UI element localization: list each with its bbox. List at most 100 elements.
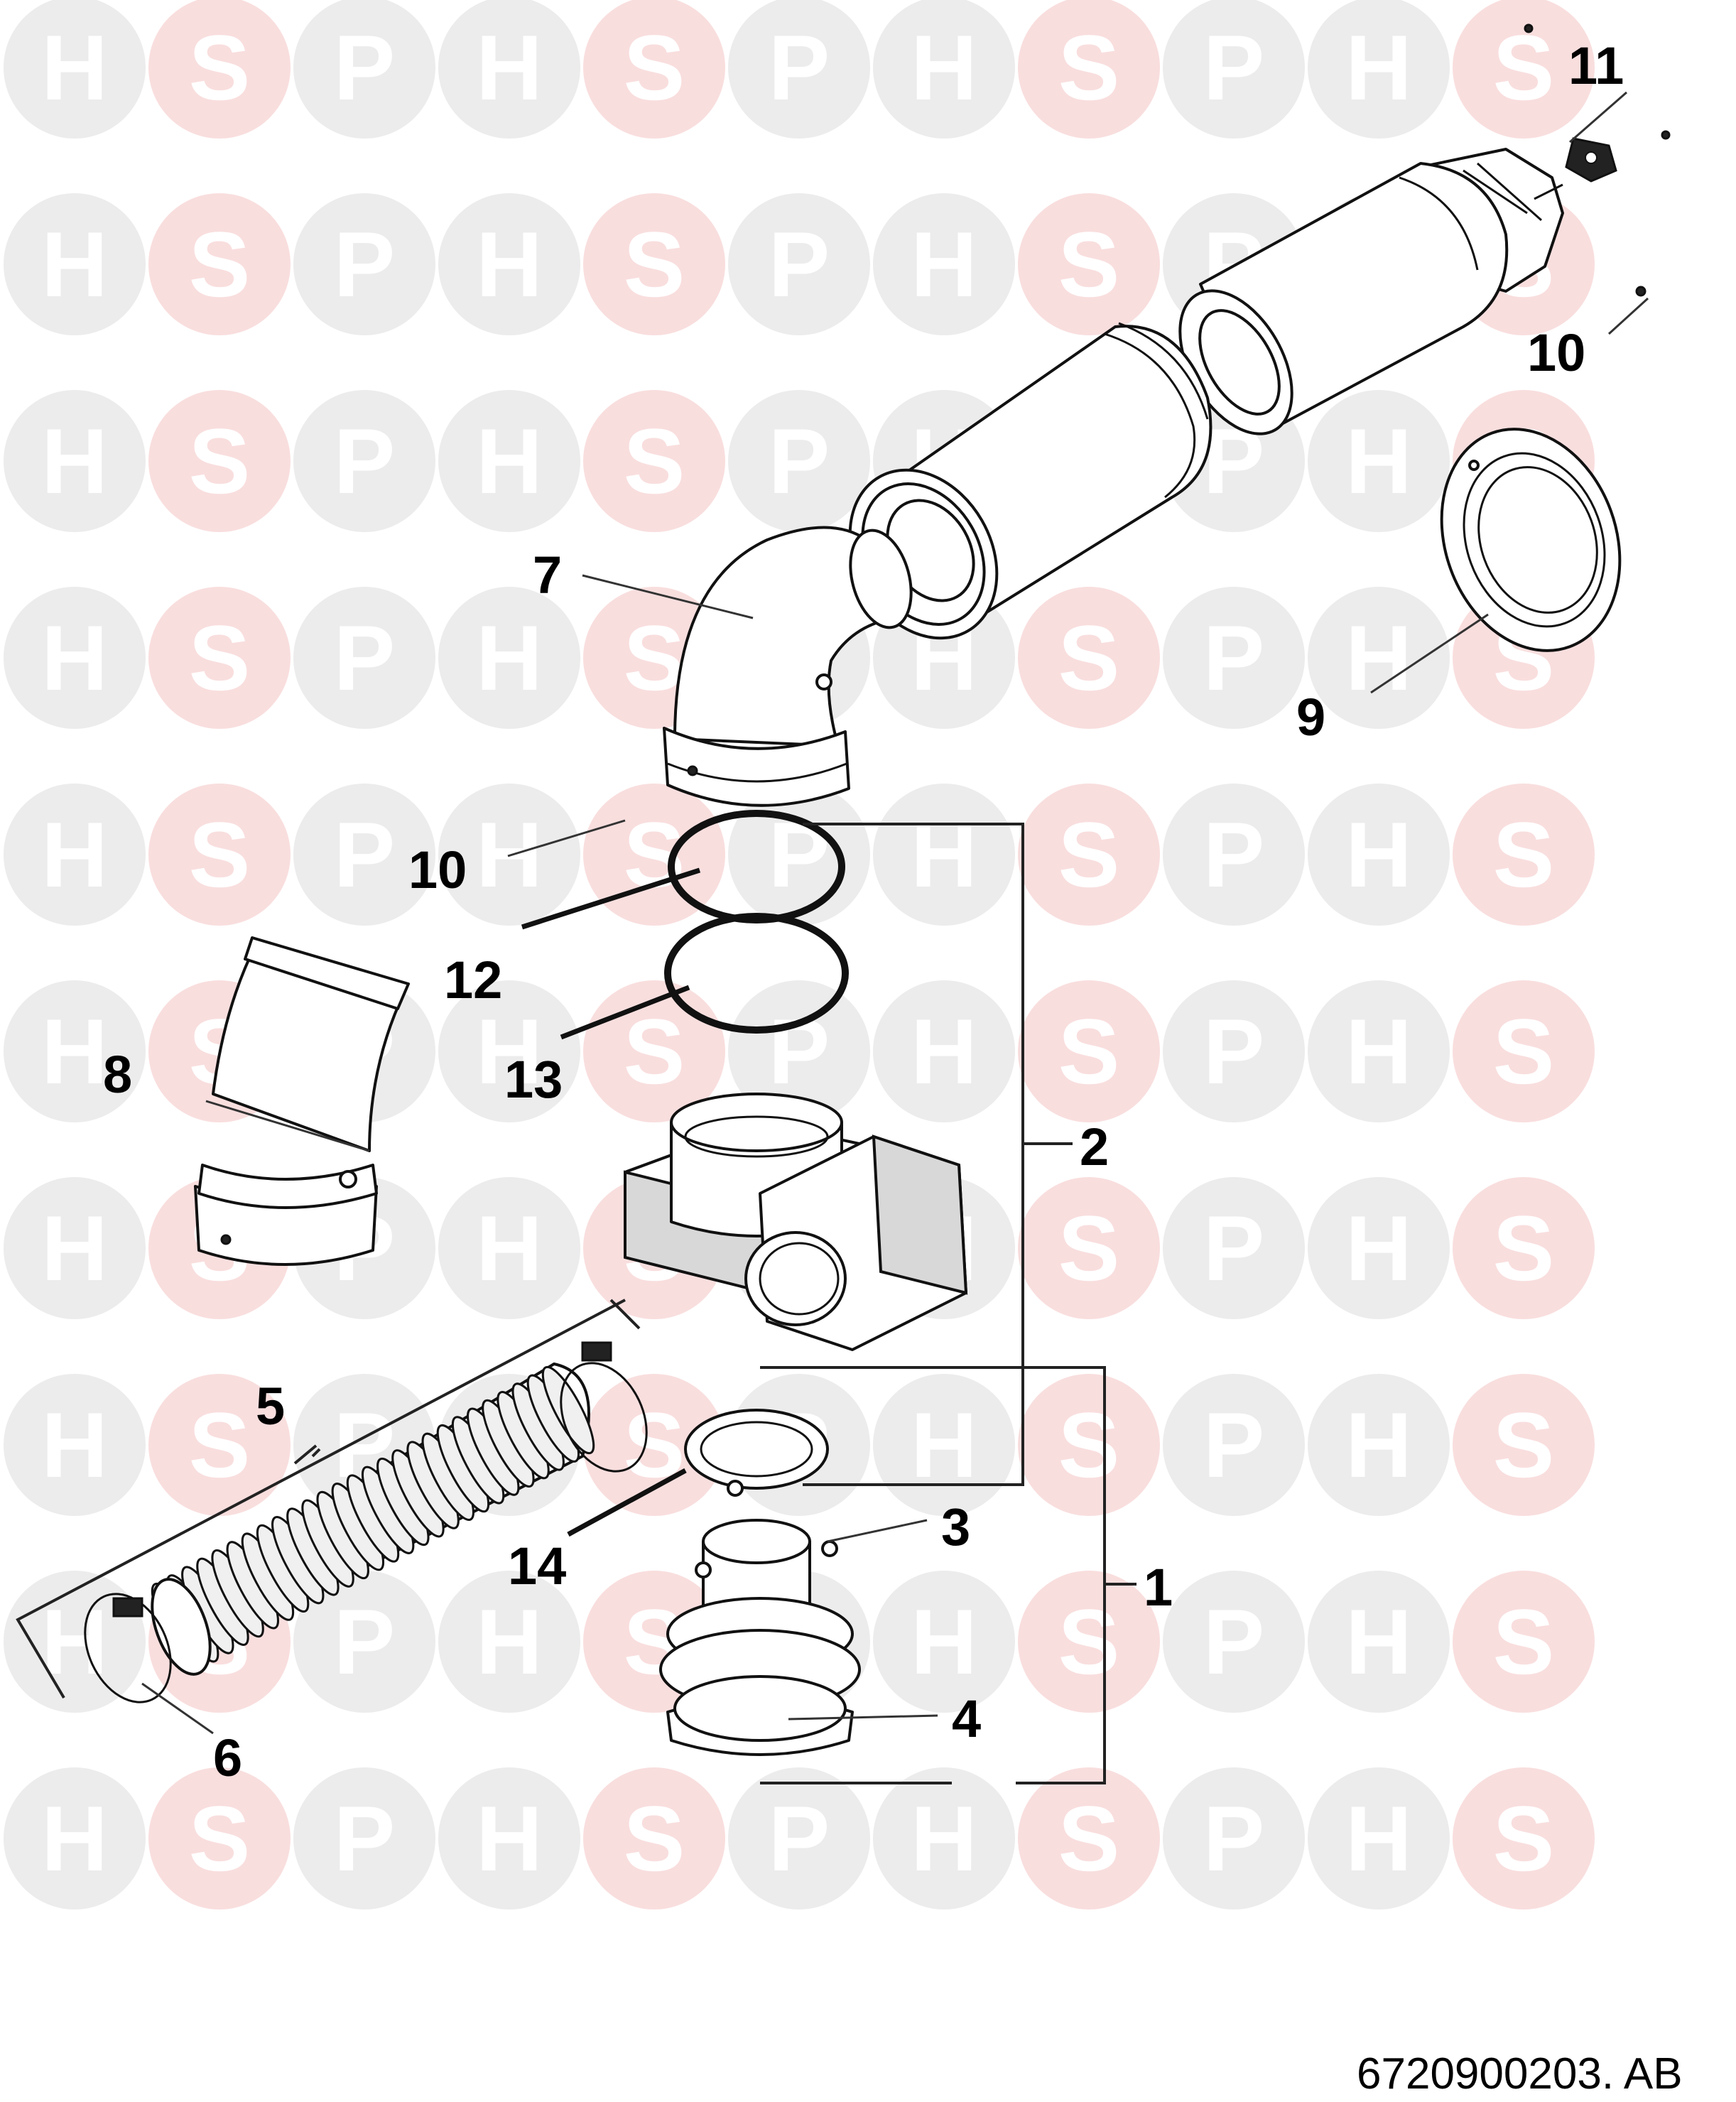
watermark-letter: S (624, 1393, 685, 1497)
watermark-letter: S (1493, 999, 1555, 1103)
watermark-circle (4, 193, 146, 335)
watermark-letter: S (1493, 1196, 1555, 1300)
watermark-circle (583, 1374, 725, 1516)
watermark-letter: P (769, 212, 830, 316)
watermark-letter: P (769, 1787, 830, 1890)
watermark-circle (583, 0, 725, 139)
watermark-letter: S (189, 606, 251, 710)
callout-4: 4 (952, 1689, 981, 1748)
watermark-circle (1018, 784, 1160, 926)
watermark-circle (1163, 1374, 1305, 1516)
watermark-letter: H (1345, 803, 1412, 906)
elbow-90-part (663, 526, 913, 807)
watermark-letter: S (624, 606, 685, 710)
watermark-letter: H (41, 409, 108, 513)
watermark-letter: P (1203, 803, 1265, 906)
callout-9: 9 (1296, 688, 1325, 747)
watermark-circle (1453, 1177, 1595, 1319)
watermark-letter: S (1058, 1196, 1120, 1300)
watermark-letter: H (911, 16, 977, 119)
watermark-circle (293, 587, 435, 729)
watermark-circle (873, 1767, 1015, 1909)
watermark-letter: H (1345, 999, 1412, 1103)
watermark-letter: P (1203, 999, 1265, 1103)
watermark-circle (438, 0, 580, 139)
watermark-circle (873, 1374, 1015, 1516)
watermark-letter: H (1345, 1196, 1412, 1300)
watermark-letter: H (41, 803, 108, 906)
watermark-letter: P (1203, 1590, 1265, 1694)
watermark-circle (1163, 1767, 1305, 1909)
watermark-letter: H (476, 1787, 543, 1890)
watermark-circle (148, 587, 291, 729)
watermark-circle (1453, 784, 1595, 926)
watermark-letter: S (1493, 1787, 1555, 1890)
watermark-circle (1018, 1571, 1160, 1713)
watermark-circle (1308, 1571, 1450, 1713)
watermark-circle (1453, 0, 1595, 139)
watermark-circle (873, 0, 1015, 139)
watermark-letter: H (41, 606, 108, 710)
callout-5: 5 (256, 1377, 285, 1436)
watermark-circle (583, 1767, 725, 1909)
wall-rosette-part (1440, 428, 1622, 652)
watermark-letter: H (41, 999, 108, 1103)
callout-labels: 11 10 7 9 10 12 13 8 2 5 3 14 1 4 6 (103, 36, 1624, 1787)
watermark-letter: S (1058, 1787, 1120, 1890)
watermark-circle (873, 193, 1015, 335)
watermark-circle (1163, 0, 1305, 139)
watermark-letter: P (769, 16, 830, 119)
watermark-circle (4, 980, 146, 1122)
watermark-letter: S (189, 16, 251, 119)
assembly-brackets (16, 823, 1136, 1784)
watermark-circle (1308, 1177, 1450, 1319)
callout-3: 3 (941, 1497, 970, 1556)
watermark-circle (1308, 1767, 1450, 1909)
watermark-letter: P (334, 1590, 396, 1694)
watermark-letter: H (476, 1196, 543, 1300)
watermark-circle (873, 784, 1015, 926)
watermark-letter: S (189, 409, 251, 513)
watermark-letter: H (476, 606, 543, 710)
watermark-circle (438, 587, 580, 729)
watermark-letter: H (41, 16, 108, 119)
watermark-circle (4, 0, 146, 139)
watermark-circle (728, 390, 870, 532)
watermark-circle (728, 0, 870, 139)
watermark-circle (1163, 1177, 1305, 1319)
callout-1: 1 (1144, 1558, 1173, 1617)
watermark-circle (1308, 1374, 1450, 1516)
watermark-circle (873, 980, 1015, 1122)
watermark-circle (583, 784, 725, 926)
watermark-letter: H (41, 1787, 108, 1890)
watermark-circle (1018, 1374, 1160, 1516)
watermark-letter: H (911, 999, 977, 1103)
watermark-letter: S (624, 16, 685, 119)
watermark-letter: H (1345, 1787, 1412, 1890)
watermark-circle (4, 390, 146, 532)
watermark-circle (1163, 587, 1305, 729)
watermark-letter: S (624, 999, 685, 1103)
watermark-circle (1453, 1374, 1595, 1516)
watermark-circle (148, 784, 291, 926)
watermark-letter: P (1203, 16, 1265, 119)
callout-7: 7 (533, 546, 562, 605)
watermark-circle (1163, 784, 1305, 926)
callout-10-middle: 10 (408, 840, 467, 899)
callout-14: 14 (508, 1537, 566, 1596)
watermark-circle (1453, 980, 1595, 1122)
hose-corrugation (151, 1365, 595, 1672)
watermark-letter: H (476, 1590, 543, 1694)
watermark-circle (438, 1571, 580, 1713)
watermark-letter: P (769, 409, 830, 513)
watermark-letter: P (334, 803, 396, 906)
watermark-letter: P (1203, 1196, 1265, 1300)
leader-lines (141, 91, 1649, 1735)
watermark-letter: P (334, 212, 396, 316)
watermark-circle (438, 980, 580, 1122)
watermark-letter: S (1058, 16, 1120, 119)
watermark-letter: H (476, 999, 543, 1103)
callout-11: 11 (1568, 36, 1624, 95)
watermark-letter: S (624, 212, 685, 316)
callout-10-top: 10 (1527, 323, 1585, 382)
